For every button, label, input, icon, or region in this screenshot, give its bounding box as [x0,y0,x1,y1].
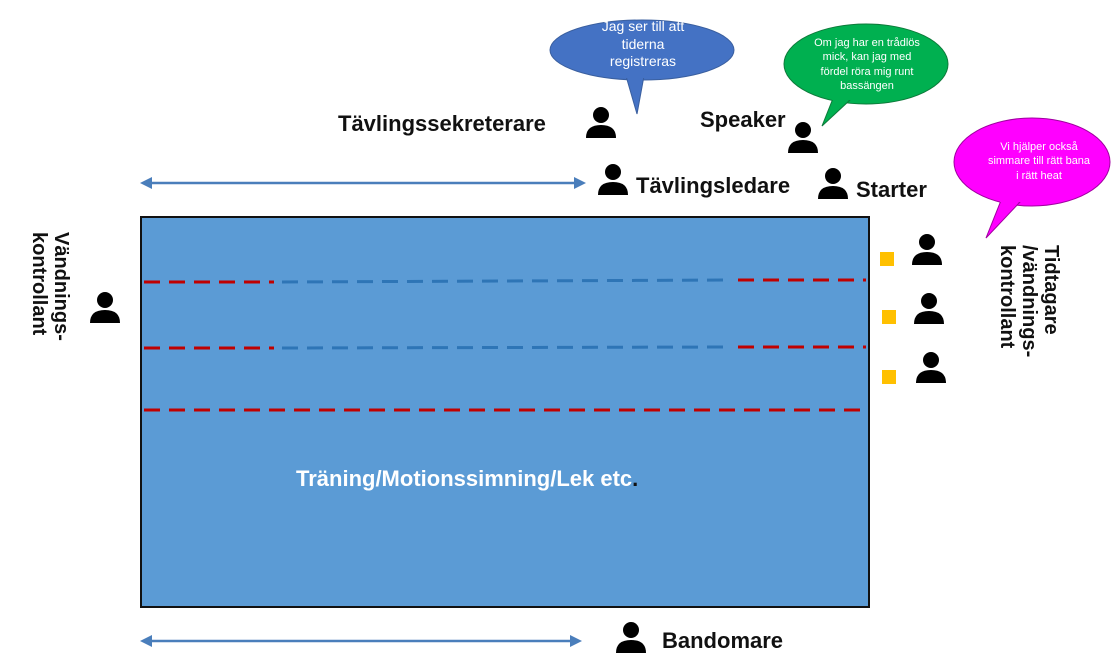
stroke-judge-label: Bandomare [662,628,784,653]
stroke-judge-person-icon [616,622,646,653]
lane-ropes [144,278,866,412]
timekeeper-2-person-icon [914,293,944,324]
starter-person-icon [818,168,848,199]
speaker-label: Speaker [700,107,786,132]
speaker-person-icon [788,122,818,153]
lane-marker-3 [882,370,896,384]
pool-activity-label: Träning/Motionssimning/Lek etc. [296,466,639,491]
starter-label: Starter [856,177,927,202]
secretary-bubble-text: Jag ser till att tiderna registreras [601,18,685,69]
meet-director-label: Tävlingsledare [636,173,791,198]
bottom-double-arrow-icon [140,635,582,647]
speaker-speech-bubble [783,23,949,127]
timekeeper-label: Tidtagare /vändnings- kontrollant [996,245,1062,358]
turn-judge-person-icon [90,292,120,323]
timekeeper-speech-bubble [953,117,1111,239]
meet-director-person-icon [598,164,628,195]
lane-marker-1 [880,252,894,266]
top-double-arrow-icon [140,177,586,189]
lane-rope-1-blue [281,278,733,284]
timekeeper-bubble-text: Vi hjälper också simmare till rätt bana … [987,141,1091,182]
secretary-speech-bubble [549,19,735,115]
turn-judge-label: Vändnings- kontrollant [28,232,72,341]
secretary-label: Tävlingssekreterare [338,111,546,136]
timekeeper-1-person-icon [912,234,942,265]
secretary-person-icon [586,107,616,138]
speaker-bubble-text: Om jag har en trådlös mick, kan jag med … [814,37,920,92]
timekeeper-3-person-icon [916,352,946,383]
lane-marker-2 [882,310,896,324]
lane-rope-2-blue [281,345,733,350]
